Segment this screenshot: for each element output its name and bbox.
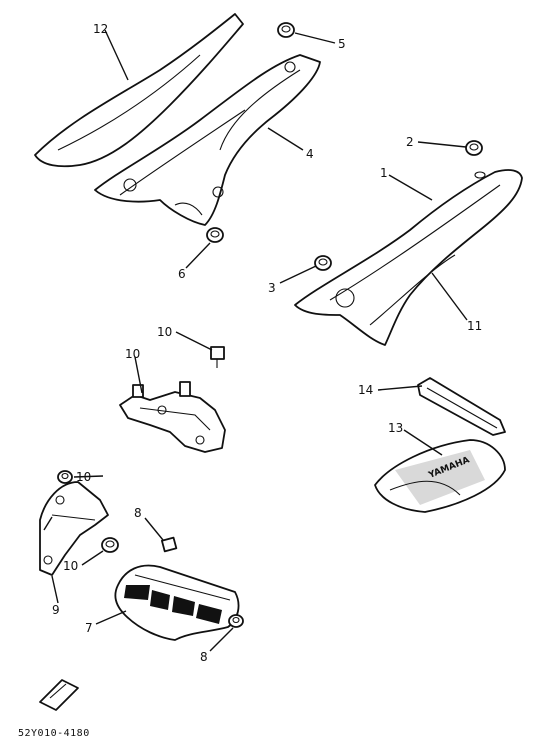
leader-lines [43,29,468,652]
callout-15: 13 [388,421,403,435]
part-8-clip [161,536,178,553]
part-8-bolt [228,614,244,628]
callout-8-lower: 8 [200,650,208,664]
part-16-strap [417,377,506,436]
part-15-tool-pouch: YAMAHA [374,439,506,513]
part-3-grommet [314,255,332,271]
callout-7: 7 [85,621,93,635]
callout-13: 11 [467,319,482,333]
callout-12: 10 [157,325,172,339]
part-12-bolt [210,346,225,368]
callout-4: 4 [306,147,314,161]
callout-16: 14 [358,383,373,397]
callout-11: 10 [125,347,140,361]
callout-2: 2 [406,135,414,149]
front-arrow-icon [39,679,79,711]
callout-8-upper: 8 [134,506,142,520]
part-9-side-bracket [39,481,109,576]
part-14-seat-cover [34,13,244,168]
callout-5: 5 [338,37,346,51]
callout-10-lower-visible-label: 10 [63,559,78,573]
part-11-bracket [119,381,226,453]
callout-6: 6 [178,267,186,281]
callout-10-upper-visible: 10 [76,470,91,484]
callout-labels: 12 5 4 2 1 6 3 11 10 10 14 13 10 10 10 [93,22,482,435]
part-5-grommet [277,22,295,38]
part-2-grommet [465,140,483,156]
figure-code: 52Y010-4180 [18,728,90,739]
part-10-grommet-b [101,537,119,553]
part-10-grommet-a [57,470,73,484]
part-4-side-cover [94,54,321,226]
part-6-grommet [206,227,224,243]
visible-callouts-bottom: 10 9 8 7 8 [52,506,208,664]
callout-3: 3 [268,281,276,295]
part-1-side-cover [294,169,523,346]
callout-1: 1 [380,166,388,180]
part-7-panel [114,564,240,641]
callout-9: 9 [52,603,60,617]
callout-14: 12 [93,22,108,36]
visible-lower-callouts: 10 10 10 [76,470,91,484]
